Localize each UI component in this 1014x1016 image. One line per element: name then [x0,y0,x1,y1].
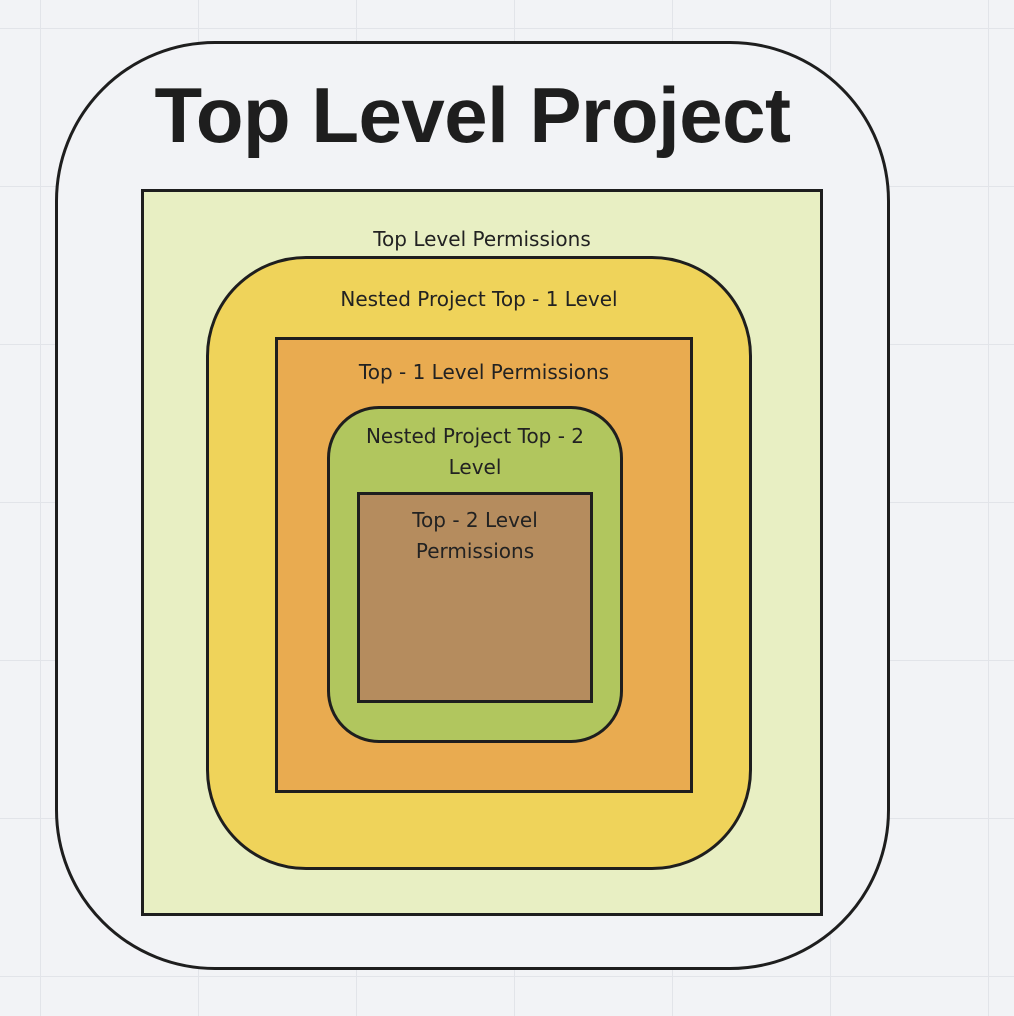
top-1-level-permissions-label: Top - 1 Level Permissions [358,360,610,384]
nested-project-top-2-label: Nested Project Top - 2 Level [365,424,585,479]
top-level-permissions-label: Top Level Permissions [373,227,591,251]
nested-project-top-1-label: Nested Project Top - 1 Level [340,287,618,311]
diagram-title: Top Level Project [154,71,791,159]
top-2-level-permissions-label: Top - 2 Level Permissions [412,508,538,563]
top-2-level-permissions-box[interactable]: Top - 2 Level Permissions [357,492,593,703]
